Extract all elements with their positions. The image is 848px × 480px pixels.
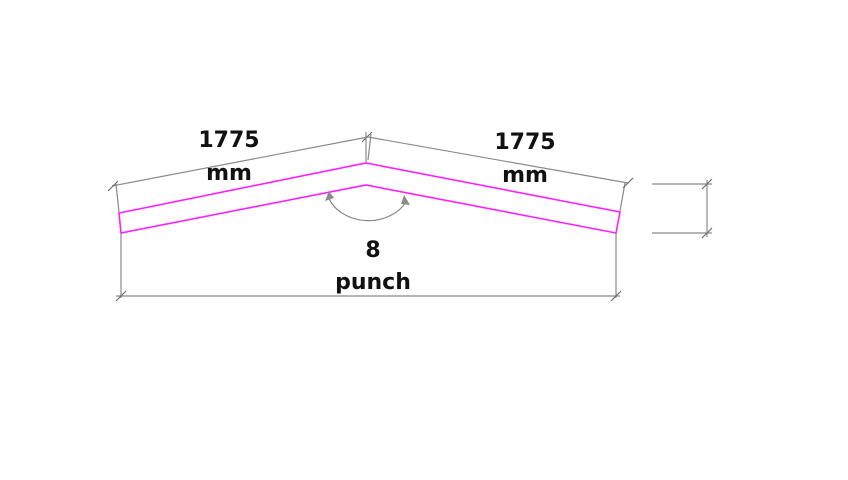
right-length-value: 1775: [494, 130, 555, 155]
right-length-dimension: [367, 136, 634, 212]
overall-width-dimension: [115, 233, 622, 302]
right-length-unit: mm: [502, 163, 548, 188]
apex-marks: [365, 132, 372, 163]
thickness-dimension: [652, 178, 713, 239]
bend-tool: punch: [335, 270, 411, 295]
left-length-value: 1775: [198, 128, 259, 153]
left-length-dimension: [107, 131, 373, 213]
bend-value: 8: [365, 238, 380, 263]
bend-angle-arc: [325, 191, 410, 222]
left-length-unit: mm: [206, 161, 252, 186]
